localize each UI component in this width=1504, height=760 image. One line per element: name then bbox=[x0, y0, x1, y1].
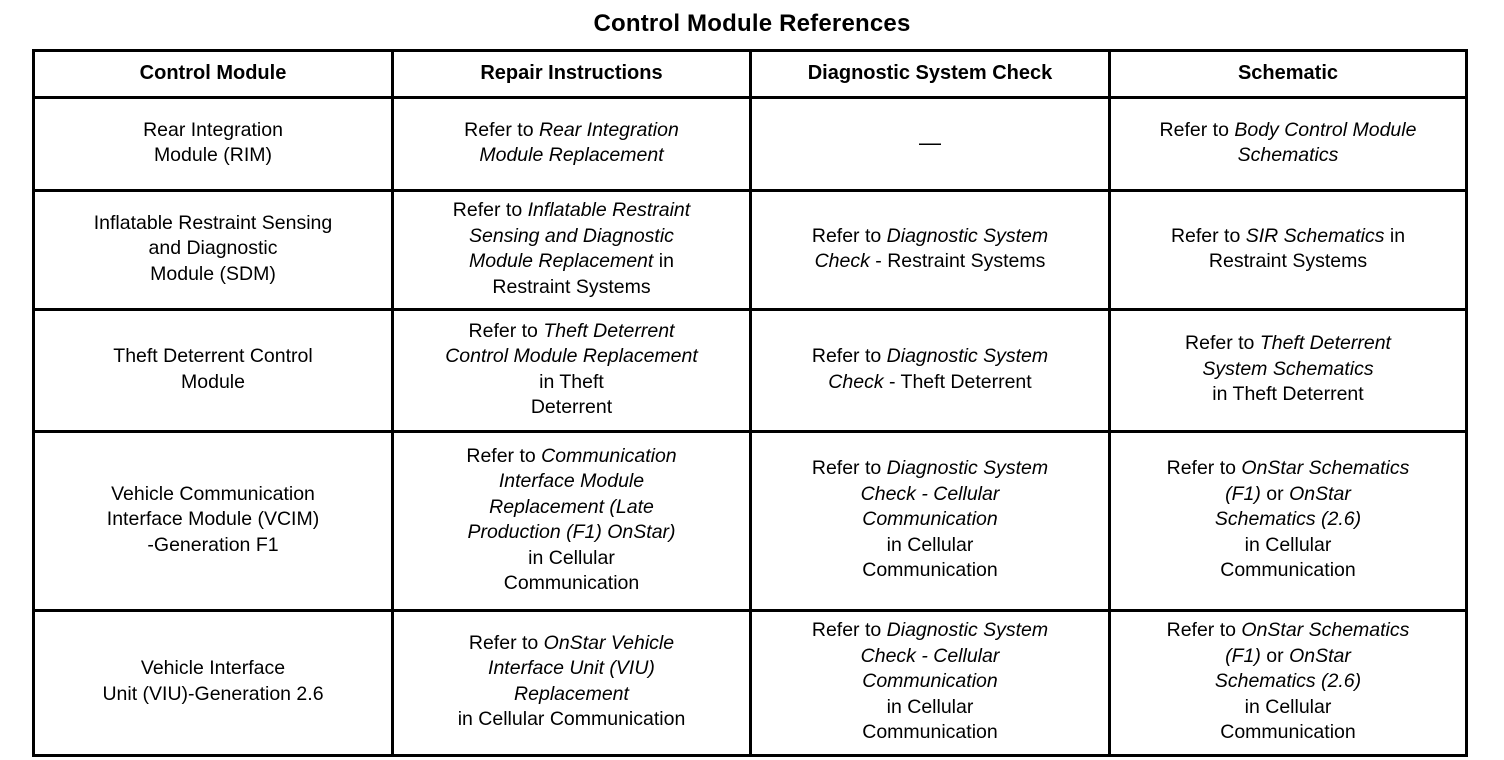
cell-content: — bbox=[919, 130, 941, 155]
column-header-schematic: Schematic bbox=[1108, 49, 1468, 99]
cell-content: Refer to OnStar Schematics(F1) or OnStar… bbox=[1166, 457, 1410, 582]
cell-schematic: Refer to OnStar Schematics(F1) or OnStar… bbox=[1108, 609, 1468, 757]
column-header-repair-instructions: Repair Instructions bbox=[391, 49, 752, 99]
column-header-control-module: Control Module bbox=[32, 49, 394, 99]
control-module-references-table: Control Module Repair Instructions Diagn… bbox=[32, 49, 1468, 757]
cell-schematic: Refer to OnStar Schematics(F1) or OnStar… bbox=[1108, 430, 1468, 612]
page-title: Control Module References bbox=[593, 10, 911, 37]
column-header-diagnostic-system-check: Diagnostic System Check bbox=[749, 49, 1111, 99]
cell-diagnostic-system-check: — bbox=[749, 96, 1111, 192]
table-header-row: Control Module Repair Instructions Diagn… bbox=[32, 49, 1468, 99]
cell-content: Refer to OnStar Schematics(F1) or OnStar… bbox=[1166, 619, 1410, 743]
